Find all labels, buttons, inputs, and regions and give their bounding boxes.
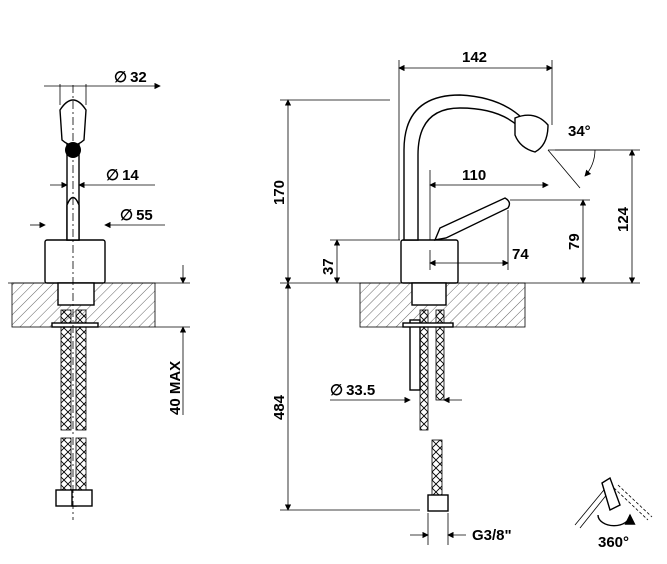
dim-side-pipe-diameter: ∅33.5 [330,382,375,399]
dim-side-hose-length: 484 [271,394,288,420]
side-spout-head [514,114,549,153]
dim-front-spout-diameter: ∅14 [106,167,139,184]
side-shank [411,282,447,306]
rotation-lever-icon [601,476,621,511]
front-nut-right [71,489,93,507]
side-lever [433,197,511,241]
dim-front-base-diameter: ∅55 [120,207,153,224]
side-view: 142 34° 110 170 124 79 37 74 484 [271,49,640,545]
side-nut [427,494,449,512]
dim-side-thread: G3/8" [472,527,512,544]
front-hose-left-lower [60,437,72,491]
side-hose-lower [431,439,443,496]
dim-side-outlet-height: 124 [615,206,632,232]
side-body-base [400,239,459,284]
front-hose-left [60,309,72,431]
front-view: ∅32 ∅14 ∅55 40 MAX [8,69,190,520]
side-hose-2 [435,309,445,401]
dim-side-base-height: 37 [320,258,337,275]
front-shank [57,282,95,306]
dim-front-max-thickness: 40 MAX [167,361,184,415]
rotation-label: 360° [598,534,629,551]
side-pipe [409,319,421,391]
rotation-arrow-icon [597,513,636,527]
rotation-symbol: 360° [574,476,653,551]
side-mounting-plate [402,322,454,328]
dim-side-total-height: 170 [271,180,288,205]
dim-side-total-width: 142 [462,49,487,66]
front-mounting-plate [51,322,99,328]
dim-side-spout-angle: 34° [568,123,591,140]
front-hose-right-lower [75,437,87,491]
front-body-base [44,239,106,284]
dim-side-spout-reach: 110 [462,167,486,184]
dim-side-lever-height: 79 [566,233,583,250]
dim-front-top-diameter: ∅32 [114,69,147,86]
front-hose-right [75,309,87,431]
side-hose [419,309,429,431]
dim-side-lever-reach: 74 [512,246,529,263]
